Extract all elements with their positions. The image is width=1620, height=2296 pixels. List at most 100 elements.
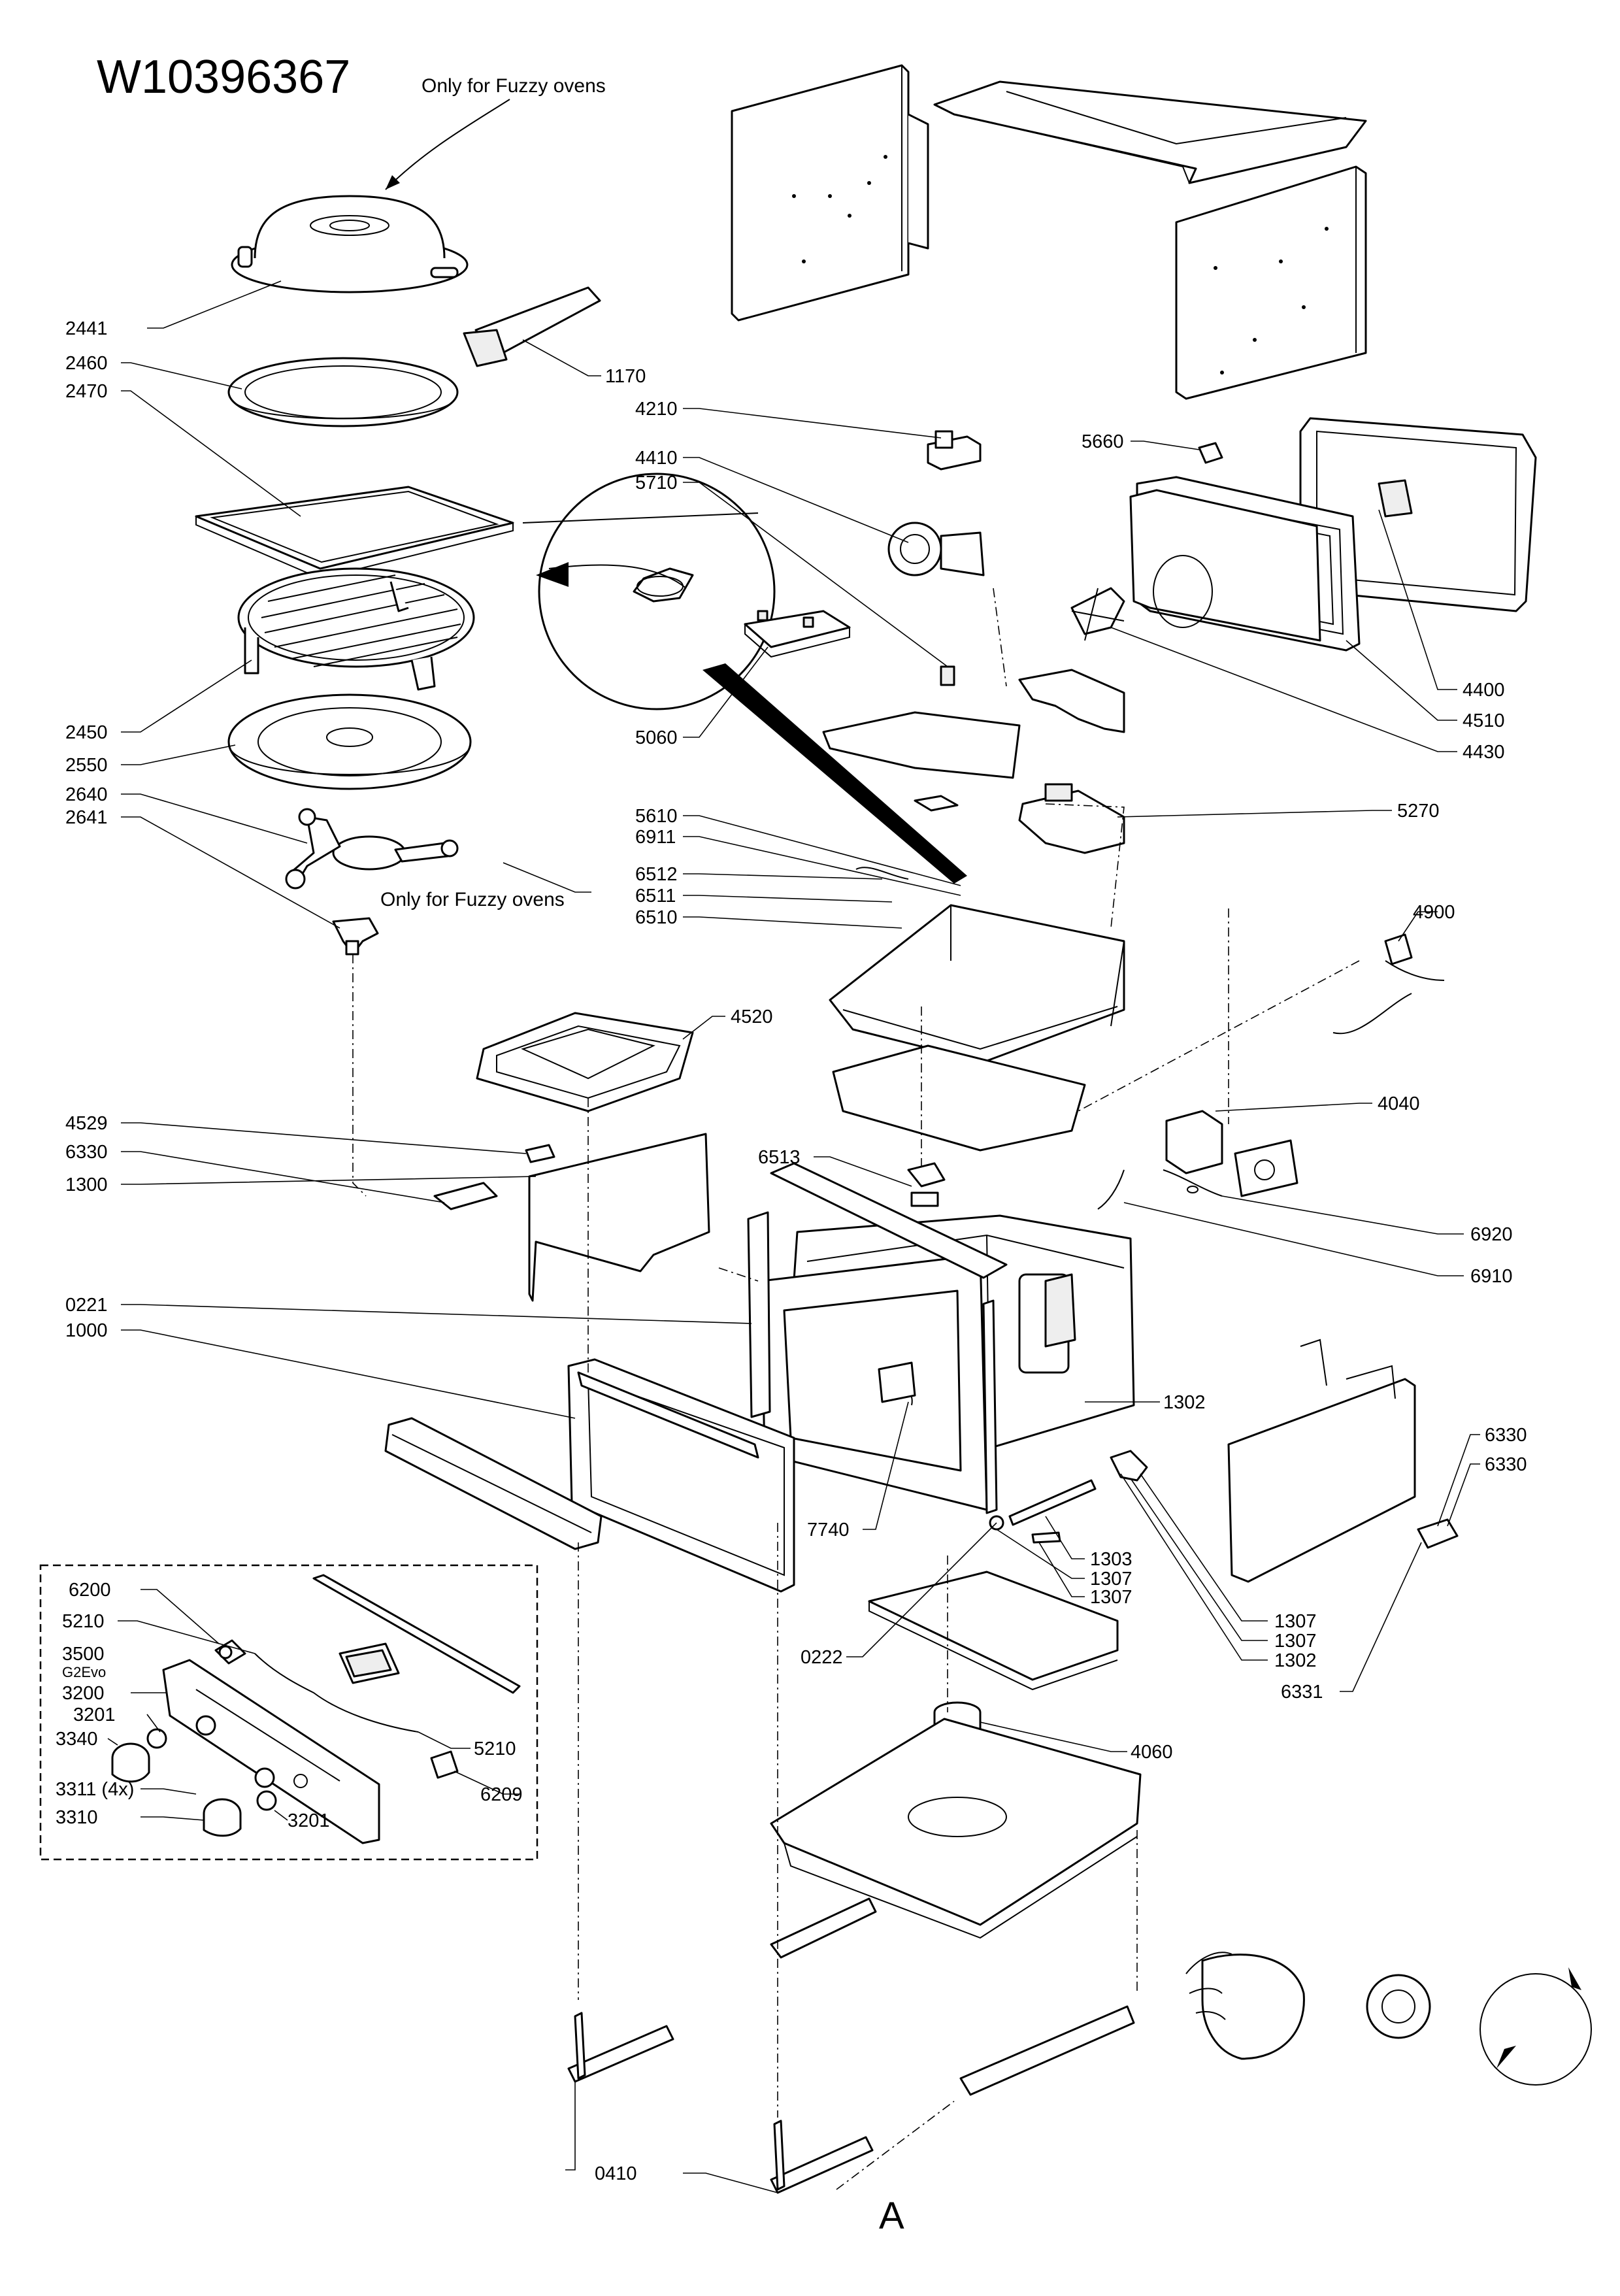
label-6331: 6331 — [1281, 1682, 1323, 1703]
control-board-5060 — [744, 610, 851, 658]
label-0221: 0221 — [65, 1295, 108, 1316]
label-4040: 4040 — [1378, 1093, 1420, 1114]
wiring-5210 — [254, 1653, 459, 1779]
label-6512: 6512 — [635, 864, 678, 885]
clip-6330 — [433, 1182, 498, 1210]
label-1303: 1303 — [1090, 1549, 1132, 1570]
front-frame-0221 — [760, 1254, 988, 1511]
label-6510: 6510 — [635, 907, 678, 928]
fuzzy-note-mid: Only for Fuzzy ovens — [380, 889, 565, 910]
label-4900: 4900 — [1413, 902, 1455, 923]
knob-3340 — [111, 1742, 150, 1783]
control-panel-3200 — [162, 1659, 380, 1844]
label-6330-b: 6330 — [1485, 1425, 1527, 1446]
label-1307-c: 1307 — [1274, 1611, 1317, 1632]
wire-rack-2450 — [237, 567, 475, 691]
turntable-glass-2550 — [227, 693, 472, 790]
label-3200: 3200 — [62, 1683, 105, 1704]
label-2640: 2640 — [65, 784, 108, 805]
label-6330-c: 6330 — [1485, 1454, 1527, 1475]
knob-3310 — [203, 1798, 242, 1837]
power-board-5270 — [1018, 783, 1125, 854]
label-0410: 0410 — [595, 2163, 637, 2184]
roller-support-2640 — [285, 808, 459, 890]
fuzzy-note-top: Only for Fuzzy ovens — [422, 75, 606, 97]
coupler-2641 — [332, 917, 379, 956]
label-5060: 5060 — [635, 727, 678, 748]
label-4410: 4410 — [635, 448, 678, 469]
grill-heater-4520 — [476, 1012, 694, 1112]
cabinet-side-panel-left — [731, 64, 929, 322]
label-2450: 2450 — [65, 722, 108, 743]
label-6513: 6513 — [758, 1147, 801, 1168]
top-strip — [770, 1162, 1008, 1279]
waveguide-cover — [822, 711, 1021, 779]
wire-6512 — [855, 867, 909, 880]
oven-lamp-housing-4400 — [1299, 417, 1537, 612]
label-4210: 4210 — [635, 399, 678, 420]
cavity-floor — [868, 1571, 1119, 1691]
label-1000: 1000 — [65, 1320, 108, 1341]
foot-0410 — [567, 2012, 874, 2194]
label-3311: 3311 (4x) — [56, 1779, 134, 1800]
knob-ring-3201 — [146, 1728, 277, 1811]
transformer-4040 — [1165, 1110, 1298, 1197]
label-4529: 4529 — [65, 1113, 108, 1134]
diagram-title: W10396367 — [97, 51, 350, 103]
view-label-a: A — [879, 2195, 904, 2237]
label-1170: 1170 — [605, 366, 646, 387]
label-4060: 4060 — [1131, 1742, 1173, 1763]
label-6200: 6200 — [69, 1580, 111, 1601]
blower-motor-4410 — [887, 522, 985, 576]
wire-6920 — [1163, 1169, 1223, 1197]
air-duct — [1018, 669, 1125, 733]
arrowhead — [386, 175, 400, 190]
label-5210-a: 5210 — [62, 1611, 105, 1632]
display-3500 — [339, 1642, 400, 1684]
baking-tray-2470 — [195, 486, 514, 580]
side-cover-right — [1227, 1339, 1416, 1583]
bracket-4529 — [525, 1144, 555, 1163]
label-1300: 1300 — [65, 1174, 108, 1195]
label-2470: 2470 — [65, 381, 108, 402]
label-2460: 2460 — [65, 353, 108, 374]
label-5710: 5710 — [635, 473, 678, 493]
label-3500-sub: G2Evo — [62, 1664, 106, 1680]
label-5210-b: 5210 — [474, 1739, 516, 1759]
cabinet-side-panel-right — [1175, 165, 1367, 400]
base-plate — [770, 1718, 1142, 1939]
crisp-cover-2441 — [231, 195, 469, 293]
rail-left — [770, 1897, 877, 1959]
label-4510: 4510 — [1463, 710, 1505, 731]
label-3500: 3500 — [62, 1644, 105, 1665]
label-4430: 4430 — [1463, 742, 1505, 763]
label-7740: 7740 — [807, 1520, 850, 1540]
thermal-part — [914, 795, 959, 812]
seal-4430 — [1129, 489, 1321, 642]
label-0222: 0222 — [801, 1647, 843, 1668]
label-5610: 5610 — [635, 806, 678, 827]
switch-5660 — [1198, 442, 1223, 464]
side-panel-1300 — [528, 1133, 710, 1302]
label-6209: 6209 — [480, 1784, 523, 1805]
wire-6910 — [1097, 1169, 1125, 1210]
part-labels: 2441 1170 2460 2470 4210 4410 5710 5660 … — [56, 318, 1527, 2237]
label-1302-bottom: 1302 — [1274, 1650, 1317, 1671]
alignment-lines — [352, 588, 1360, 2190]
label-1307-d: 1307 — [1274, 1631, 1317, 1652]
label-4520: 4520 — [731, 1007, 773, 1027]
fuzzy-note-arrow — [385, 99, 510, 190]
stirrer-6513 — [907, 1162, 946, 1207]
control-strip — [384, 1417, 603, 1550]
strip-inset — [312, 1574, 521, 1694]
crisp-plate-2460 — [227, 357, 459, 427]
switch-6330 — [1417, 1518, 1459, 1549]
leader-lines — [107, 280, 1480, 2193]
label-1307-b: 1307 — [1090, 1587, 1132, 1608]
label-3201-b: 3201 — [288, 1810, 330, 1831]
label-2441: 2441 — [65, 318, 108, 339]
label-6911: 6911 — [635, 827, 676, 848]
rail-right — [959, 2005, 1135, 2096]
label-2641: 2641 — [65, 807, 108, 828]
